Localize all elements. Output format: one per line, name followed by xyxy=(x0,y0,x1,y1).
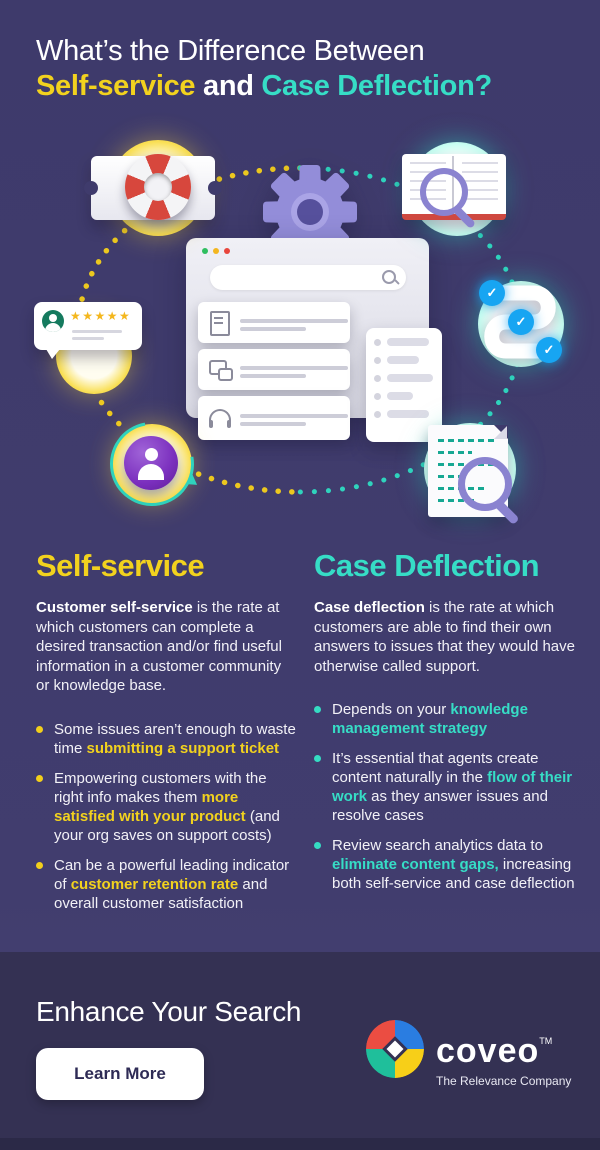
list-row xyxy=(374,410,434,418)
avatar-icon xyxy=(42,310,64,332)
support-ticket-lifering-icon xyxy=(84,138,225,246)
self-service-intro: Customer self-service is the rate at whi… xyxy=(36,599,282,694)
illustration: ★★★★★ ✓ ✓ ✓ xyxy=(0,128,600,553)
brand-text: coveoTM The Relevance Company xyxy=(436,1020,571,1088)
brand-tagline: The Relevance Company xyxy=(436,1074,572,1088)
trademark: TM xyxy=(539,1036,553,1046)
case-deflection-column: Case Deflection Case deflection is the r… xyxy=(314,548,576,924)
header: What’s the Difference Between Self-servi… xyxy=(36,34,492,104)
list-item: Empowering customers with the right info… xyxy=(36,769,298,845)
five-star-rating: ★★★★★ xyxy=(70,309,132,323)
list-row xyxy=(374,374,434,382)
case-deflection-heading: Case Deflection xyxy=(314,548,540,583)
bullet-dot xyxy=(36,725,43,733)
gear-icon xyxy=(263,165,357,259)
window-traffic-lights xyxy=(202,248,230,254)
headset-icon xyxy=(208,405,232,431)
bullet-dot xyxy=(36,861,43,869)
coveo-logo-mark xyxy=(366,1020,424,1078)
page-title-line1: What’s the Difference Between xyxy=(36,35,425,67)
bullet-dot xyxy=(314,706,321,713)
knowledge-book-magnifier-icon xyxy=(392,138,522,246)
case-deflection-bullet-list: Depends on your knowledge management str… xyxy=(314,700,576,893)
chat-icon xyxy=(208,357,233,383)
result-card-support xyxy=(198,396,350,440)
bullet-dot xyxy=(314,755,321,762)
folded-corner xyxy=(494,425,508,439)
result-card-article xyxy=(198,302,350,343)
red-dot-icon xyxy=(224,248,230,254)
case-deflection-intro: Case deflection is the rate at which cus… xyxy=(314,599,575,675)
magnifier-icon xyxy=(458,457,512,511)
search-analytics-document-icon xyxy=(410,421,530,526)
bottom-strip xyxy=(0,1138,600,1150)
search-icon xyxy=(382,270,396,284)
workflow-checks-icon: ✓ ✓ ✓ xyxy=(466,273,576,378)
list-row xyxy=(374,356,434,364)
self-service-heading: Self-service xyxy=(36,548,205,583)
customer-profile-sync-icon xyxy=(93,405,211,523)
list-panel xyxy=(366,328,442,442)
person-icon xyxy=(124,436,178,490)
list-item: Review search analytics data to eliminat… xyxy=(314,836,576,893)
list-row xyxy=(374,392,434,400)
check-icon: ✓ xyxy=(479,280,505,306)
customer-review-icon: ★★★★★ xyxy=(28,296,158,396)
footer: Enhance Your Search Learn More coveoTM T… xyxy=(0,952,600,1150)
list-item: Can be a powerful leading indicator of c… xyxy=(36,856,298,913)
bullet-dot xyxy=(36,774,43,782)
learn-more-button[interactable]: Learn More xyxy=(36,1048,204,1100)
self-service-bullet-list: Some issues aren’t enough to waste time … xyxy=(36,720,298,913)
brand-name: coveoTM xyxy=(436,1032,553,1070)
coveo-logo: coveoTM The Relevance Company xyxy=(366,1020,571,1088)
document-icon xyxy=(208,310,232,336)
life-ring-icon xyxy=(125,154,191,220)
speech-bubble-icon: ★★★★★ xyxy=(34,302,142,359)
bullet-dot xyxy=(314,842,321,849)
cta-heading: Enhance Your Search xyxy=(36,996,302,1027)
list-item: Some issues aren’t enough to waste time … xyxy=(36,720,298,758)
list-item: It’s essential that agents create conten… xyxy=(314,749,576,825)
magnifier-icon xyxy=(420,168,468,216)
check-icon: ✓ xyxy=(508,309,534,335)
check-icon: ✓ xyxy=(536,337,562,363)
green-dot-icon xyxy=(202,248,208,254)
yellow-dot-icon xyxy=(213,248,219,254)
self-service-column: Self-service Customer self-service is th… xyxy=(36,548,298,924)
result-card-discussion xyxy=(198,349,350,390)
list-item: Depends on your knowledge management str… xyxy=(314,700,576,738)
comparison-columns: Self-service Customer self-service is th… xyxy=(36,548,576,924)
list-row xyxy=(374,338,434,346)
page-title-line2: Self-service and Case Deflection? xyxy=(36,70,492,102)
search-bar xyxy=(210,265,406,290)
